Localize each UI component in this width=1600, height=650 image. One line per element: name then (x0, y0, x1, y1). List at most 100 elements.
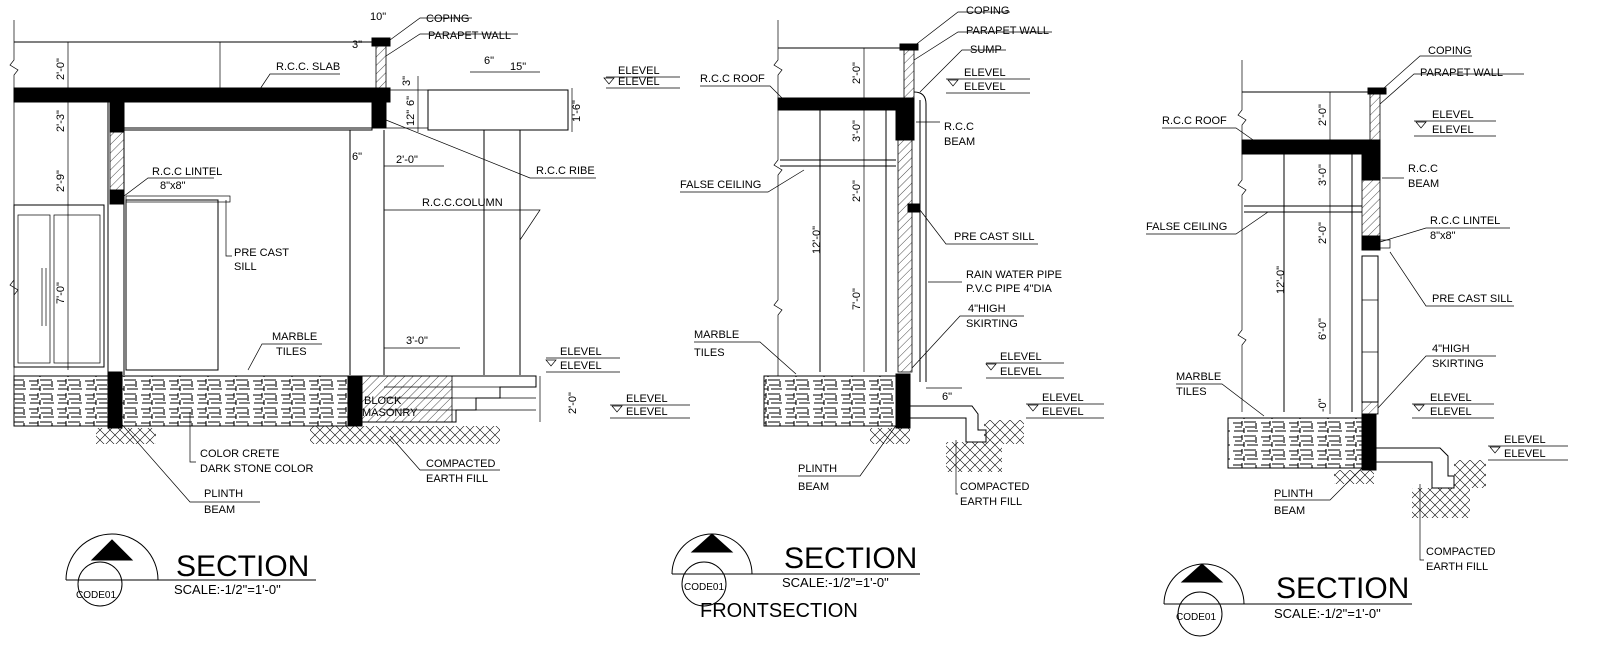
elevel-marker-2: ELEVEL ELEVEL (545, 346, 620, 373)
svg-text:2'-3": 2'-3" (55, 110, 67, 132)
svg-text:ELEVEL: ELEVEL (618, 76, 660, 88)
label-coping: COPING (966, 5, 1009, 17)
elevel-marker-6: ELEVEL ELEVEL (1026, 392, 1104, 419)
svg-text:2'-0": 2'-0" (1317, 222, 1329, 244)
svg-text:3": 3" (401, 76, 413, 86)
label-parapet: PARAPET WALL (966, 25, 1049, 37)
svg-text:ELEVEL: ELEVEL (1000, 366, 1042, 378)
label-beam: BEAM (204, 504, 235, 516)
elevel-marker-1: ELEVEL ELEVEL (603, 65, 680, 89)
rcc-roof (1241, 139, 1381, 155)
svg-text:12": 12" (405, 110, 417, 126)
svg-text:ELEVEL: ELEVEL (560, 360, 602, 372)
label-rcc-lintel: R.C.C LINTEL (1430, 215, 1500, 227)
label-coping: COPING (1428, 45, 1471, 57)
svg-text:ELEVEL: ELEVEL (560, 346, 602, 358)
svg-text:2'-0": 2'-0" (567, 392, 579, 414)
elevel-marker-4: ELEVEL ELEVEL (946, 67, 1030, 94)
pre-cast-sill (1379, 239, 1391, 249)
label-4-high: 4"HIGH (968, 303, 1006, 315)
section-1: COPING PARAPET WALL R.C.C. SLAB R.C.C LI… (9, 11, 690, 607)
label-rcc-lintel: R.C.C LINTEL (152, 166, 222, 178)
svg-text:ELEVEL: ELEVEL (964, 81, 1006, 93)
label-tiles: TILES (1176, 386, 1207, 398)
svg-text:2'-0": 2'-0" (396, 154, 418, 166)
svg-text:ELEVEL: ELEVEL (1432, 109, 1474, 121)
label-sill: SILL (234, 261, 257, 273)
label-block: BLOCK (364, 395, 402, 407)
svg-text:2'-0": 2'-0" (1317, 104, 1329, 126)
rcc-lintel (109, 189, 125, 205)
elevel-marker-8: ELEVEL ELEVEL (1412, 392, 1494, 419)
label-earth-fill: EARTH FILL (960, 496, 1022, 508)
svg-text:ELEVEL: ELEVEL (1042, 392, 1084, 404)
svg-text:ELEVEL: ELEVEL (964, 67, 1006, 79)
pre-cast-sill (907, 203, 921, 213)
label-lintel-size: 8"x8" (1430, 230, 1456, 242)
svg-text:ELEVEL: ELEVEL (1504, 434, 1546, 446)
label-coping: COPING (426, 13, 469, 25)
svg-text:ELEVEL: ELEVEL (1432, 124, 1474, 136)
label-4-high: 4"HIGH (1432, 343, 1470, 355)
break-line (773, 20, 783, 380)
elevel-marker-7: ELEVEL ELEVEL (1414, 109, 1496, 137)
rcc-ribe (427, 89, 569, 131)
svg-text:ELEVEL: ELEVEL (626, 393, 668, 405)
label-rcc: R.C.C (1408, 163, 1438, 175)
svg-text:6": 6" (484, 55, 494, 67)
rcc-slab (13, 87, 391, 103)
label-skirting: SKIRTING (1432, 358, 1484, 370)
coping (1367, 87, 1387, 95)
label-marble: MARBLE (272, 331, 317, 343)
label-compacted: COMPACTED (1426, 546, 1496, 558)
svg-text:7'-0": 7'-0" (851, 288, 863, 310)
label-color-crete: COLOR CRETE (200, 448, 279, 460)
rcc-beam (1361, 139, 1381, 181)
label-pre-cast: PRE CAST (234, 247, 289, 259)
svg-text:2'-9": 2'-9" (55, 170, 67, 192)
label-pvc-pipe: P.V.C PIPE 4"DIA (966, 283, 1053, 295)
svg-text:12'-0": 12'-0" (1275, 266, 1287, 294)
label-false-ceiling: FALSE CEILING (1146, 221, 1227, 233)
svg-text:ELEVEL: ELEVEL (618, 65, 660, 77)
label-rcc: R.C.C (944, 121, 974, 133)
label-compacted: COMPACTED (426, 458, 496, 470)
label-parapet: PARAPET WALL (428, 30, 511, 42)
label-dark-stone: DARK STONE COLOR (200, 463, 314, 475)
svg-text:3": 3" (352, 39, 362, 51)
title-block-1: SECTION SCALE:-1/2"=1'-0" CODE01 (65, 533, 316, 607)
label-beam: BEAM (944, 136, 975, 148)
label-lintel-size: 8"x8" (160, 180, 186, 192)
break-line (9, 20, 19, 380)
svg-text:-0": -0" (1317, 398, 1329, 412)
label-tiles: TILES (694, 347, 725, 359)
label-marble: MARBLE (694, 329, 739, 341)
svg-text:12'-0": 12'-0" (811, 226, 823, 254)
label-rcc-column: R.C.C.COLUMN (422, 197, 503, 209)
label-plinth: PLINTH (204, 488, 243, 500)
rain-water-pipe (913, 91, 927, 382)
section-2: COPING PARAPET WALL SUMP R.C.C ROOF R.C.… (671, 5, 1104, 622)
label-rcc-ribe: R.C.C RIBE (536, 165, 595, 177)
svg-text:ELEVEL: ELEVEL (1042, 406, 1084, 418)
section-code-3: CODE01 (1176, 612, 1216, 623)
svg-text:3'-0": 3'-0" (1317, 164, 1329, 186)
section-title-2: SECTION (784, 542, 917, 575)
svg-text:6'-0": 6'-0" (1317, 318, 1329, 340)
svg-text:6": 6" (405, 96, 417, 106)
steps (361, 375, 537, 423)
dimensions-3: 2'-0" 3'-0" 2'-0" 12'-0" 6'-0" -0" (1275, 92, 1331, 414)
section-title-1: SECTION (176, 550, 309, 583)
rolling-shutter (125, 195, 231, 371)
section-title-3: SECTION (1276, 572, 1409, 605)
label-pre-cast-sill: PRE CAST SILL (954, 231, 1035, 243)
section-3: COPING PARAPET WALL R.C.C ROOF R.C.C BEA… (1146, 45, 1568, 637)
svg-text:3'-0": 3'-0" (851, 120, 863, 142)
glass-door (13, 204, 105, 368)
title-block-2: SECTION SCALE:-1/2"=1'-0" CODE01 FRONTSE… (671, 533, 920, 622)
svg-text:6": 6" (942, 391, 952, 403)
svg-text:2'-0": 2'-0" (851, 180, 863, 202)
label-rain-pipe: RAIN WATER PIPE (966, 269, 1062, 281)
title-block-3: SECTION SCALE:-1/2"=1'-0" CODE01 (1163, 563, 1412, 637)
label-plinth: PLINTH (1274, 488, 1313, 500)
